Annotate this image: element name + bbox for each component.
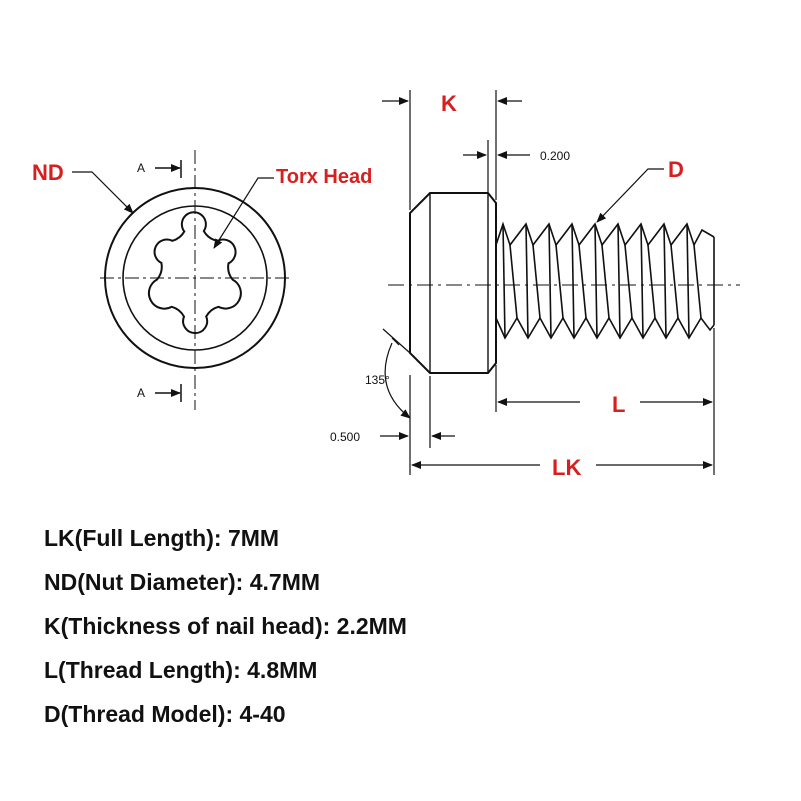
- chamfer-dimension-value: 0.200: [540, 149, 570, 163]
- section-a-bottom-marker: [155, 384, 182, 402]
- chamfer-dimension: [463, 140, 530, 192]
- head-outer-circle: [104, 187, 286, 369]
- d-leader: [596, 168, 664, 223]
- section-a-bottom-label: A: [137, 386, 145, 400]
- spec-nut-diameter: ND(Nut Diameter): 4.7MM: [44, 569, 321, 595]
- torx-recess-outline: [147, 211, 242, 335]
- spec-thread-model: D(Thread Model): 4-40: [44, 701, 286, 727]
- d-label: D: [668, 157, 684, 182]
- angle-value: 135°: [365, 373, 390, 387]
- screw-head-outline: [409, 192, 497, 374]
- k-label: K: [441, 91, 457, 116]
- thread-crest-top: [495, 221, 715, 248]
- section-a-top-marker: [155, 160, 182, 178]
- spec-head-thickness: K(Thickness of nail head): 2.2MM: [44, 613, 407, 639]
- torx-head-leader: [213, 177, 274, 249]
- l-label: L: [612, 392, 625, 417]
- end-view: A A ND Torx Head: [32, 150, 372, 410]
- lk-label: LK: [552, 455, 581, 480]
- fillet-dimension-value: 0.500: [330, 430, 360, 444]
- head-inner-circle: [122, 205, 268, 351]
- specifications-list: LK(Full Length): 7MM ND(Nut Diameter): 4…: [44, 522, 784, 742]
- nd-label: ND: [32, 160, 64, 185]
- k-dimension: [382, 90, 522, 210]
- l-dimension: [495, 328, 715, 475]
- side-view: K 0.200 D 135° 0.500: [330, 90, 740, 480]
- spec-thread-length: L(Thread Length): 4.8MM: [44, 657, 318, 683]
- angle-dimension: [382, 328, 411, 419]
- torx-head-label: Torx Head: [276, 166, 372, 188]
- spec-full-length: LK(Full Length): 7MM: [44, 525, 280, 551]
- section-a-top-label: A: [137, 161, 145, 175]
- fillet-dimension: [380, 375, 455, 475]
- thread-flanks: [502, 223, 702, 339]
- thread-shank: [495, 221, 715, 340]
- nd-leader: [72, 171, 134, 214]
